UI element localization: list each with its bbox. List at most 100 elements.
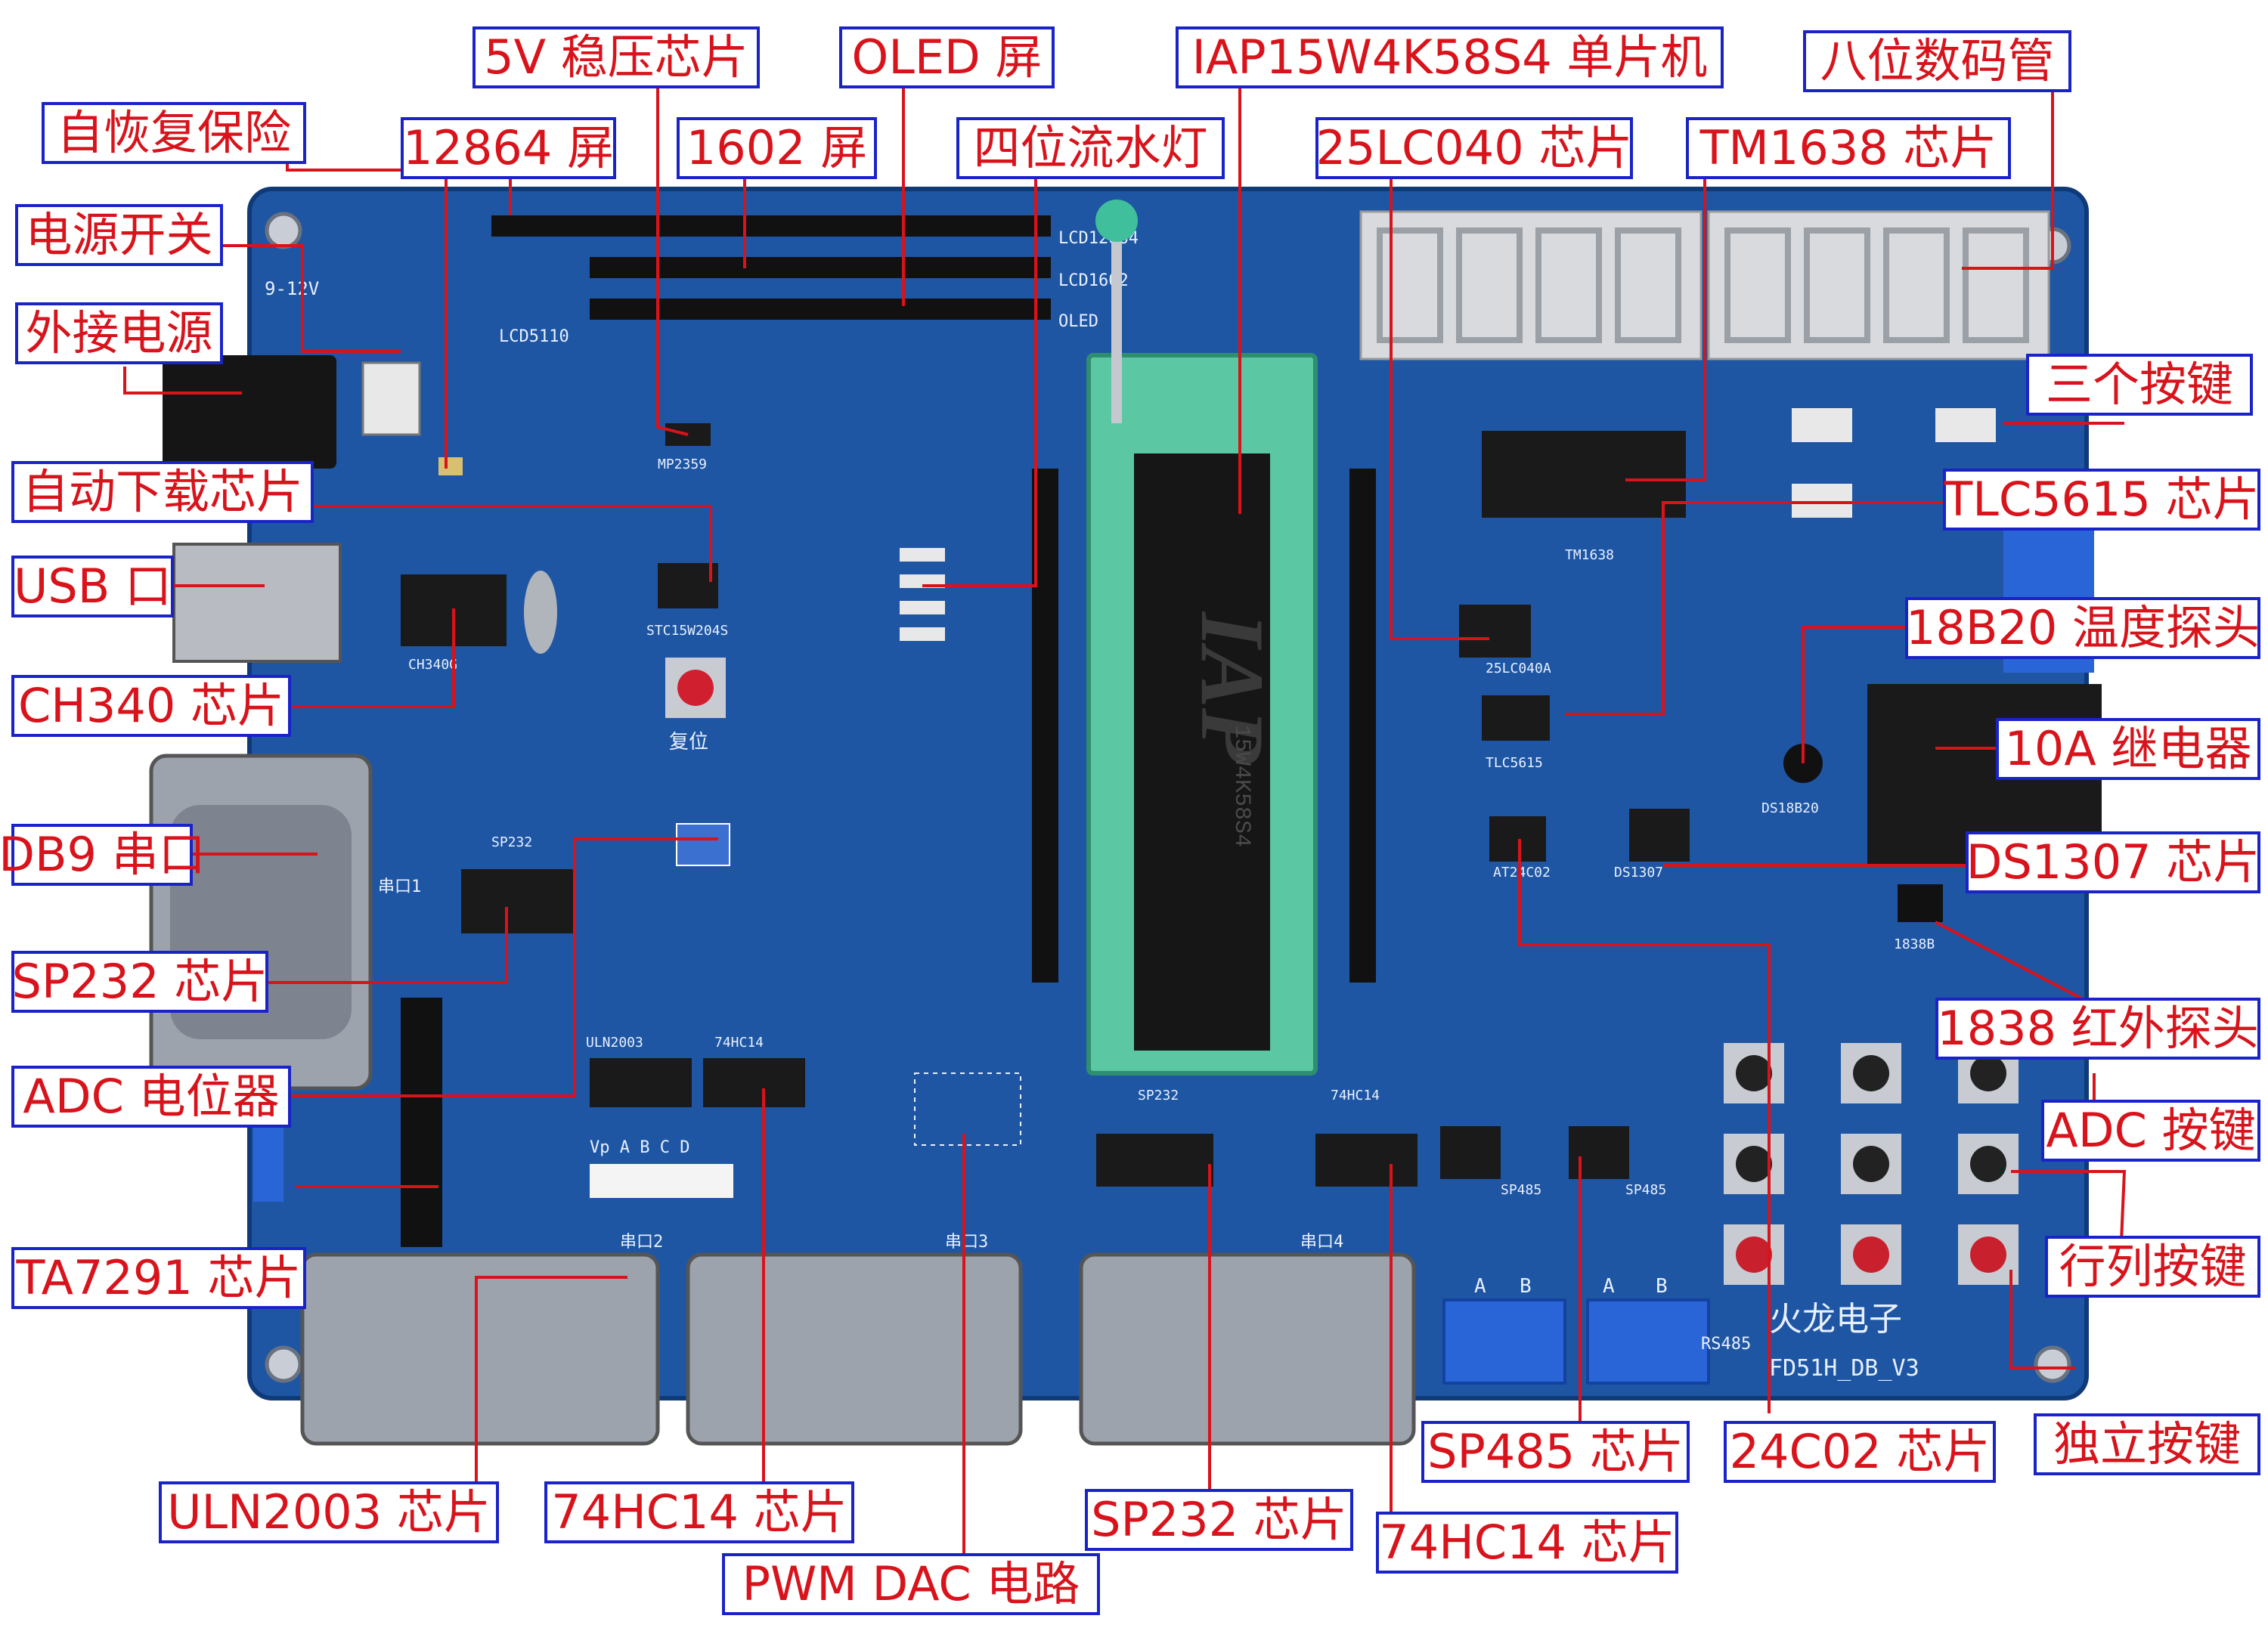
callout-4-led-flow: 四位流水灯 [956,117,1225,179]
callout-usb-port: USB 口 [11,556,174,617]
rs485-terminal-2 [1586,1298,1710,1385]
key-cap [1970,1146,2006,1182]
callout-adc-pot: ADC 电位器 [11,1066,291,1128]
seven-seg-digit [1377,227,1443,343]
key-cap [1853,1146,1889,1182]
silk-ch340: CH340G [408,657,457,673]
callout-external-power: 外接电源 [15,302,223,364]
ta7291-chip [401,998,442,1247]
callout-mcu: IAP15W4K58S4 单片机 [1176,26,1724,88]
key-cap [1736,1236,1772,1273]
sp485-chip-2 [1569,1126,1629,1179]
stepper-connector [590,1164,733,1198]
dc-jack [163,355,336,469]
rs485-terminal-1 [1442,1298,1566,1385]
mcu-part: 15W4K58S4 [1228,725,1254,847]
callout-74hc14-bottom: 74HC14 芯片 [1376,1512,1678,1574]
silk-sp232-1: SP232 [491,834,532,850]
key-button [1792,408,1852,442]
callout-25lc040: 25LC040 芯片 [1315,117,1633,179]
fuse [438,457,463,475]
leader-lines [123,83,2127,1580]
silk-1838b: 1838B [1894,936,1935,952]
seven-seg-display-1 [1359,210,1703,361]
callout-independent-keys: 独立按键 [2034,1413,2260,1475]
callout-pwm-dac: PWM DAC 电路 [722,1553,1100,1615]
callout-74hc14-left: 74HC14 芯片 [544,1481,854,1543]
seven-seg-digit [1535,227,1602,343]
silk-tm1638: TM1638 [1565,547,1614,563]
callout-24c02: 24C02 芯片 [1724,1421,1996,1483]
mount-hole [265,1345,302,1383]
callout-adc-keys: ADC 按键 [2041,1100,2260,1162]
callout-ta7291: TA7291 芯片 [11,1247,306,1309]
lcd12864-header [491,215,1051,237]
silk-terminal-a2: A [1603,1275,1615,1298]
zif-lever-knob [1095,200,1138,242]
mcu-chip [1134,453,1270,1051]
callout-tm1638: TM1638 芯片 [1686,117,2011,179]
board-model: FD51H_DB_V3 [1769,1355,1919,1382]
adc-potentiometer [676,823,730,866]
callout-1838-ir: 1838 红外探头 [1935,998,2260,1060]
board-brand: 火龙电子 [1769,1300,1902,1339]
callout-12864-screen: 12864 屏 [401,117,616,179]
sp232-chip-1 [461,869,575,933]
silk-sp485-2: SP485 [1625,1182,1666,1198]
silk-ds1307: DS1307 [1614,865,1663,881]
tlc5615-chip [1482,695,1550,741]
mcu-brand: IAP [1182,611,1283,765]
silk-serial2: 串口2 [620,1233,663,1252]
key-cap [1853,1236,1889,1273]
auto-download-chip [658,563,718,608]
callout-power-switch: 电源开关 [15,204,223,266]
silk-power-input: 9-12V [265,278,319,299]
silk-terminal-a: A [1474,1275,1486,1298]
seven-seg-display-2 [1707,210,2050,361]
74hc14-chip-2 [1315,1134,1418,1187]
ir-receiver [1898,884,1943,922]
silk-74hc14-1: 74HC14 [714,1035,764,1051]
lcd1602-header [590,257,1051,278]
silk-ds18b20: DS18B20 [1761,800,1819,816]
callout-auto-download-chip: 自动下载芯片 [11,461,314,523]
silk-tlc5615: TLC5615 [1486,755,1543,771]
ds1307-chip [1629,809,1690,862]
silk-vp-header: Vp A B C D [590,1138,689,1157]
key-cap [1970,1236,2006,1273]
silk-serial1: 串口1 [378,877,421,896]
callout-1602-screen: 1602 屏 [677,117,877,179]
seven-seg-digit [1804,227,1870,343]
callout-tlc5615: TLC5615 芯片 [1943,469,2260,531]
led-indicator [900,548,945,562]
key-button [1792,484,1852,518]
key-cap [1736,1055,1772,1091]
callout-18b20-probe: 18B20 温度探头 [1905,597,2260,659]
mount-hole [2034,1345,2071,1383]
seven-seg-digits [1377,227,2029,343]
sp232-chip-2 [1096,1134,1213,1187]
seven-seg-digit [1963,227,2029,343]
zif-lever [1111,227,1122,423]
silk-24c02: AT24C02 [1493,865,1551,881]
callout-uln2003: ULN2003 芯片 [159,1481,499,1543]
led-indicator [900,601,945,614]
callout-sp485: SP485 芯片 [1421,1421,1690,1483]
key-cap [1736,1146,1772,1182]
seven-seg-digit [1615,227,1681,343]
key-button [1935,408,1996,442]
sp485-chip-1 [1440,1126,1501,1179]
silk-sp232-2: SP232 [1138,1088,1179,1103]
led-indicator [900,627,945,641]
silk-stc15w204s: STC15W204S [646,623,728,639]
24c02-chip [1489,816,1546,862]
power-switch [361,361,421,436]
key-cap [1970,1055,2006,1091]
seven-seg-digit [1456,227,1523,343]
silk-mp2359: MP2359 [658,457,707,472]
silk-terminal-b2: B [1656,1275,1668,1298]
key-cap [1853,1055,1889,1091]
callout-8-digit-display: 八位数码管 [1803,30,2071,92]
callout-sp232-bottom: SP232 芯片 [1085,1489,1353,1551]
